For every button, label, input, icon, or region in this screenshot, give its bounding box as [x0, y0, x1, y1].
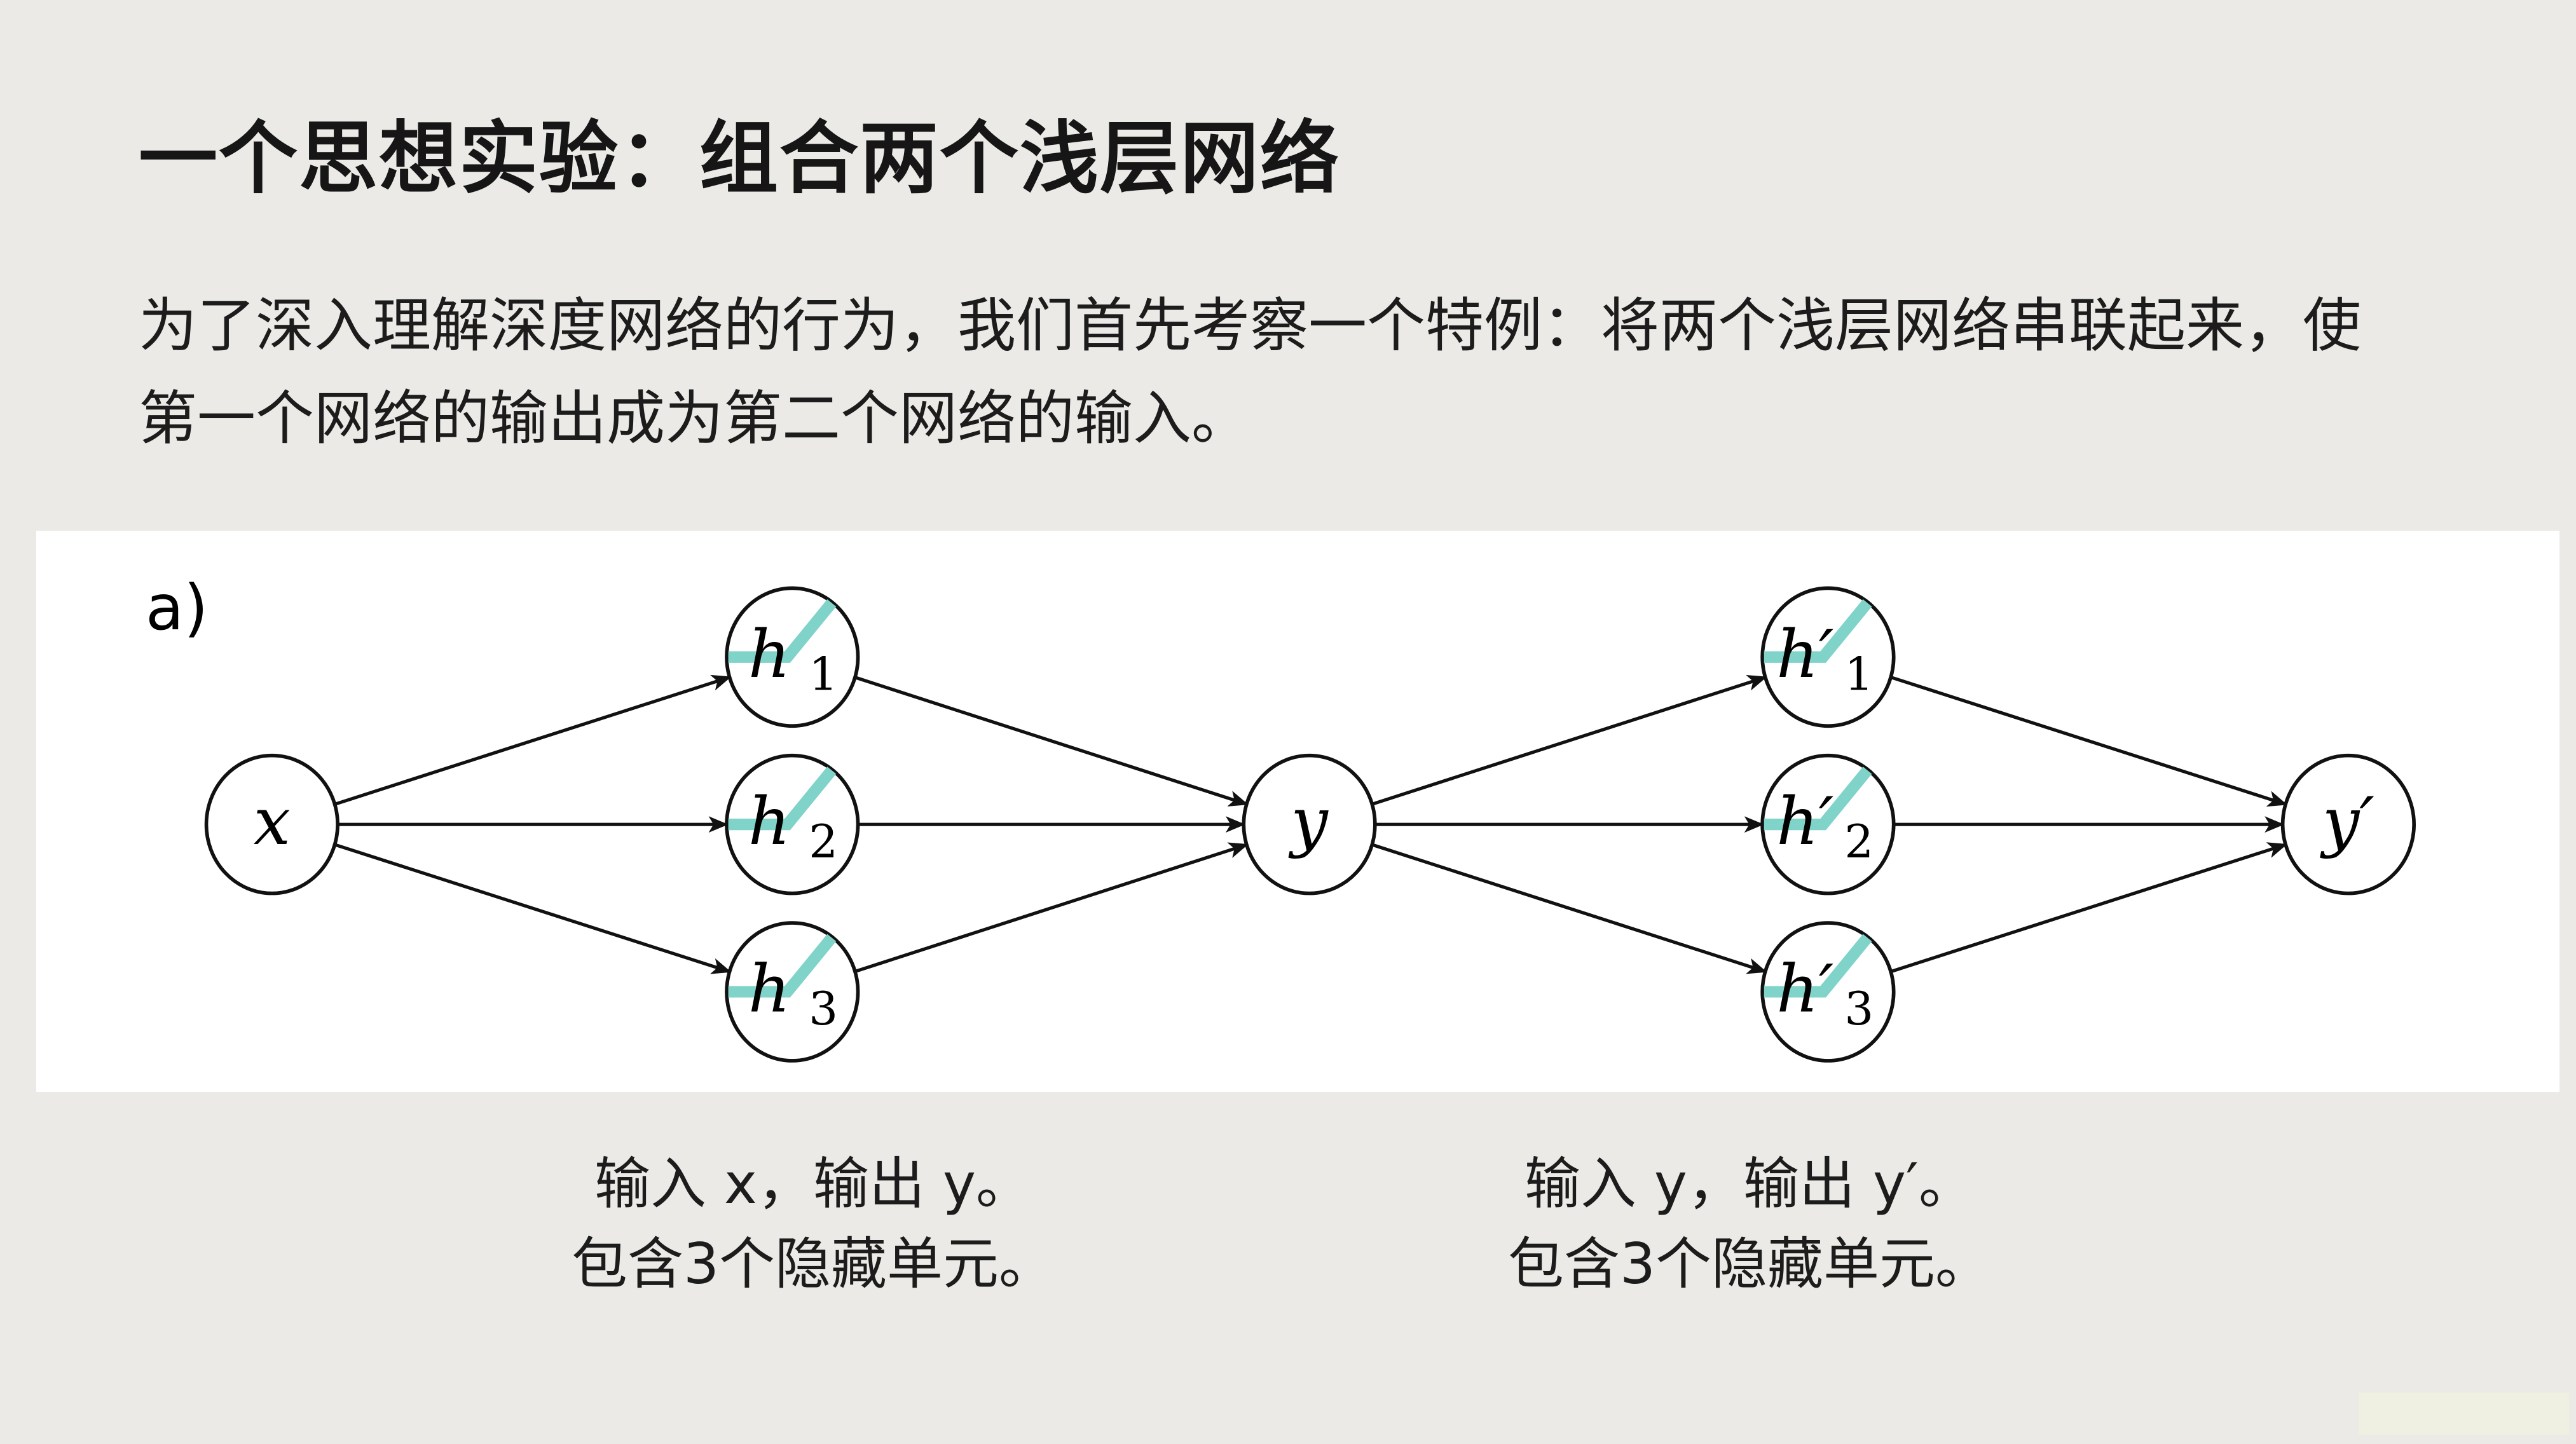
corner-highlight	[2359, 1393, 2569, 1434]
relu-activation-icon	[728, 599, 837, 663]
node-label: h′	[1776, 784, 1833, 860]
node-hp2: h′2	[1760, 753, 1896, 896]
node-subscript: 3	[1844, 983, 1874, 1036]
caption-line: 包含3个隐藏单元。	[572, 1231, 1055, 1297]
node-label: y′	[2320, 784, 2374, 860]
node-label: h	[748, 616, 791, 693]
edge-y-hp3-arrow	[1371, 843, 1767, 974]
node-label: h	[748, 951, 791, 1027]
node-y: y	[1242, 753, 1377, 896]
edge-x-h3-arrow	[334, 843, 732, 974]
panel-label: a)	[146, 572, 208, 644]
node-subscript: 2	[1844, 815, 1874, 869]
node-label: h′	[1776, 616, 1833, 693]
slide-title: 一个思想实验：组合两个浅层网络	[139, 113, 1341, 205]
edge-hp3-yp-arrow	[1889, 842, 2288, 974]
node-label: h′	[1776, 951, 1833, 1027]
caption-first-network: 输入 x，输出 y。 包含3个隐藏单元。	[432, 1144, 1195, 1304]
node-circle	[2280, 753, 2416, 896]
node-subscript: 3	[809, 983, 838, 1036]
intro-paragraph: 为了深入理解深度网络的行为，我们首先考察一个特例：将两个浅层网络串联起来，使第一…	[139, 292, 2362, 453]
node-subscript: 1	[1844, 648, 1874, 701]
node-subscript: 2	[809, 815, 838, 869]
edge-h3-y-arrow	[854, 842, 1249, 974]
caption-line: 输入 y，输出 y′。	[1524, 1151, 1975, 1216]
edge-hp1-yp-arrow	[1889, 675, 2288, 807]
node-circle	[1242, 753, 1377, 896]
relu-activation-icon	[728, 934, 837, 998]
edge-h1-y-arrow	[854, 676, 1249, 807]
node-hp1: h′1	[1760, 586, 1896, 728]
relu-activation-icon	[728, 766, 837, 831]
caption-line: 包含3个隐藏单元。	[1508, 1231, 1991, 1297]
relu-activation-icon	[1764, 934, 1872, 998]
node-label: x	[254, 784, 291, 860]
edge-y-hp1-arrow	[1371, 674, 1767, 806]
node-x: x	[204, 753, 339, 896]
relu-activation-icon	[1764, 766, 1872, 831]
node-label: y	[1288, 784, 1329, 860]
edge-x-h1-arrow	[334, 674, 732, 806]
node-subscript: 1	[809, 648, 838, 701]
caption-line: 输入 x，输出 y。	[594, 1151, 1032, 1216]
node-yp: y′	[2280, 753, 2416, 896]
node-label: h	[748, 784, 791, 860]
relu-activation-icon	[1764, 599, 1872, 663]
node-hp3: h′3	[1760, 921, 1896, 1063]
node-circle	[204, 753, 339, 896]
caption-second-network: 输入 y，输出 y′。 包含3个隐藏单元。	[1368, 1144, 2131, 1304]
